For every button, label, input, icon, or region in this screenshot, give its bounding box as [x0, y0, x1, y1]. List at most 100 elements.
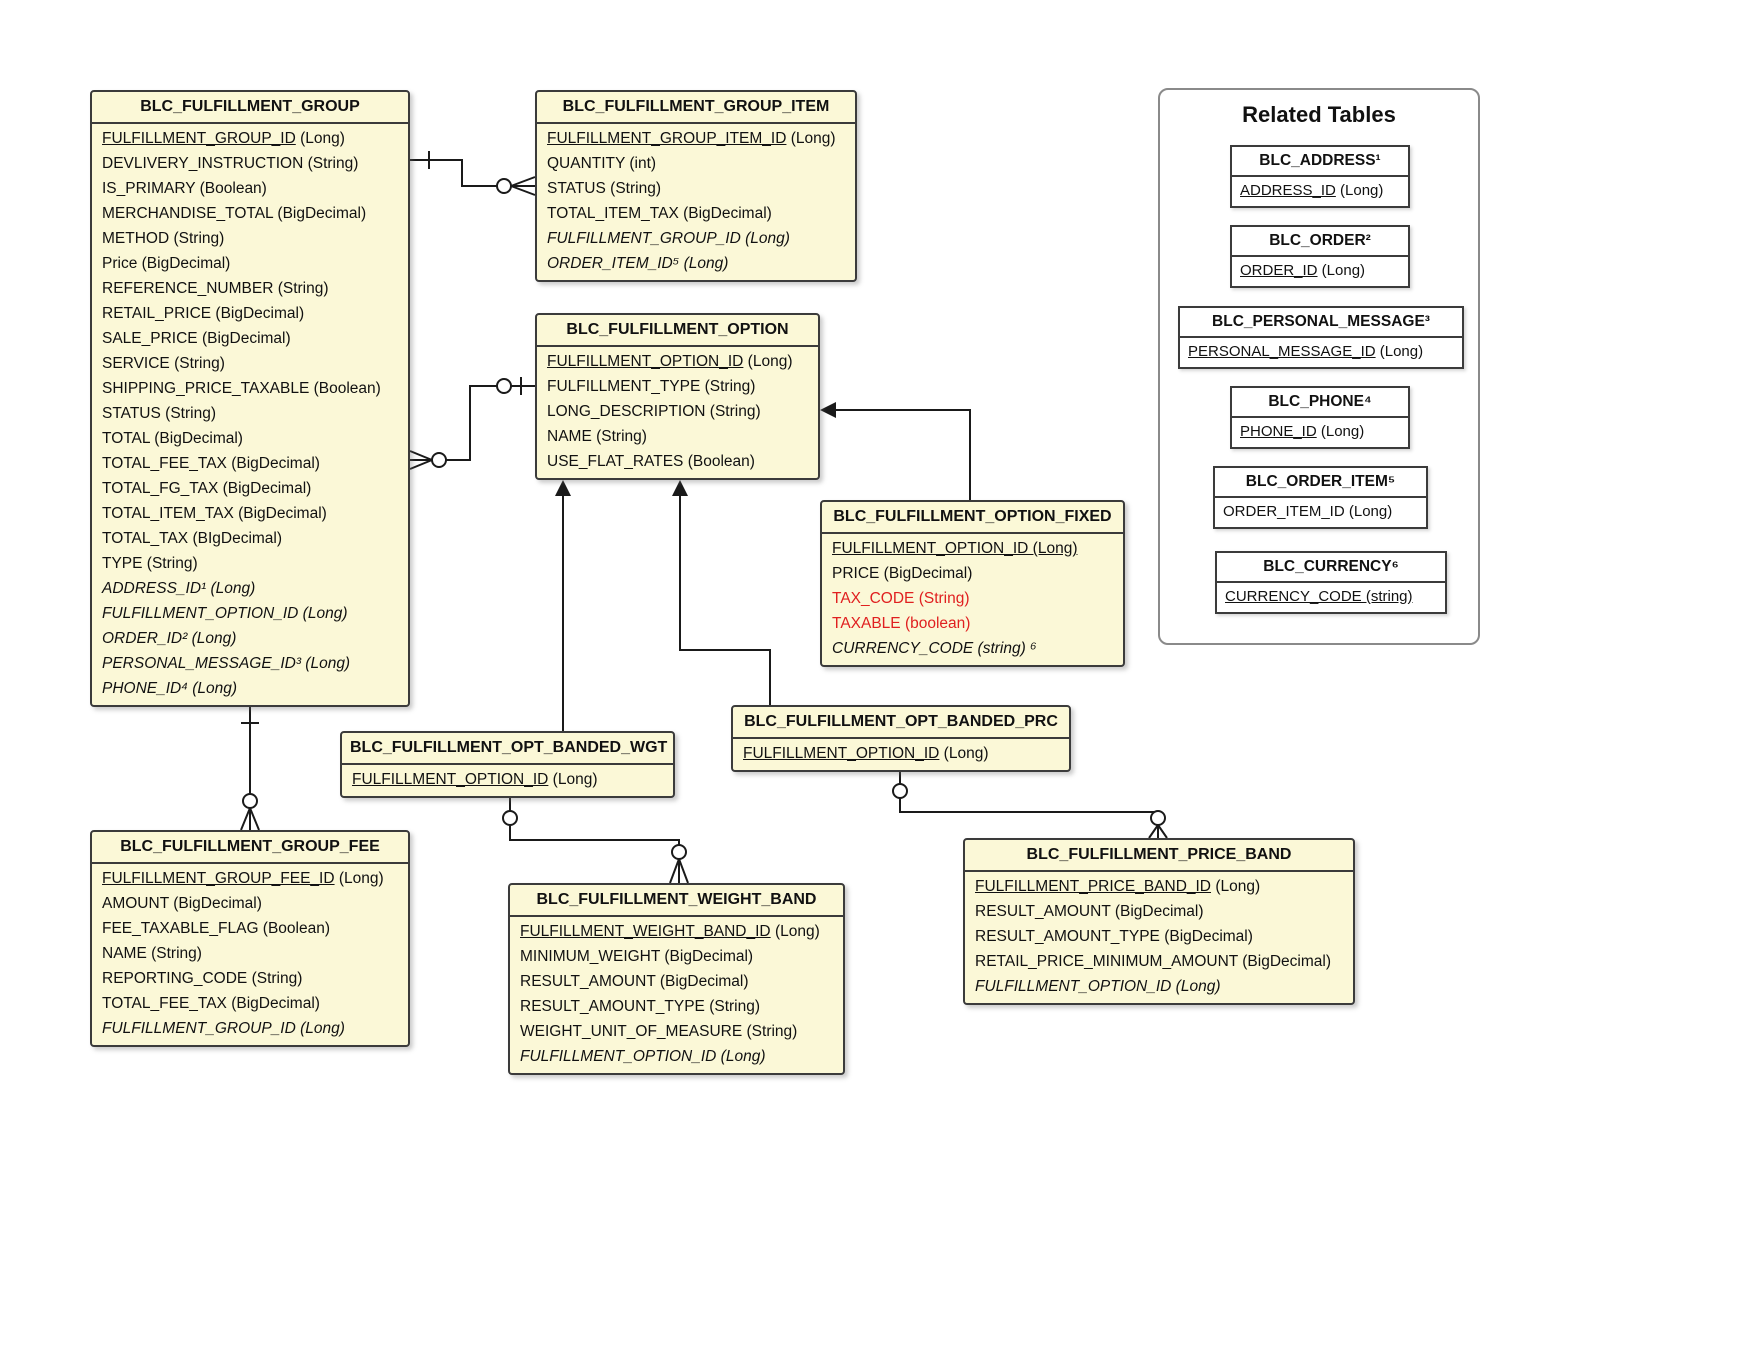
field-name: FULFILLMENT_OPTION_ID [975, 978, 1172, 995]
field-type: (Long) [770, 923, 820, 940]
entity-field: TOTAL_TAX (BIgDecimal) [92, 526, 408, 551]
entity-field: ORDER_ID² (Long) [92, 626, 408, 651]
field-type: (BigDecimal) [1110, 903, 1204, 920]
entity-field-list: FULFILLMENT_WEIGHT_BAND_ID (Long)MINIMUM… [510, 917, 843, 1073]
field-name: PHONE_ID [1240, 423, 1317, 440]
entity-blc-fulfillment-group: BLC_FULFILLMENT_GROUP FULFILLMENT_GROUP_… [90, 90, 410, 707]
field-name: PRICE [832, 565, 880, 582]
field-type: (Long) [939, 745, 989, 762]
entity-field: TOTAL (BigDecimal) [92, 426, 408, 451]
field-type: (Boolean) [195, 180, 267, 197]
entity-field-list: ORDER_ITEM_ID (Long) [1215, 498, 1426, 527]
field-type: (String) [914, 590, 970, 607]
field-name: TOTAL_ITEM_TAX [102, 505, 234, 522]
field-name: REPORTING_CODE [102, 970, 248, 987]
entity-field-list: ADDRESS_ID (Long) [1232, 177, 1408, 206]
field-name: ORDER_ID [1240, 262, 1318, 279]
entity-field: FULFILLMENT_OPTION_ID (Long) [342, 767, 673, 792]
field-type: (Boolean) [309, 380, 381, 397]
relation-bandedprc-to-option [672, 480, 771, 705]
entity-field: FEE_TAXABLE_FLAG (Boolean) [92, 916, 408, 941]
field-name: METHOD [102, 230, 170, 247]
entity-field: REPORTING_CODE (String) [92, 966, 408, 991]
field-name: STATUS [547, 180, 606, 197]
related-tables-panel: Related Tables BLC_ADDRESS¹ ADDRESS_ID (… [1158, 88, 1480, 645]
entity-field: FULFILLMENT_WEIGHT_BAND_ID (Long) [510, 919, 843, 944]
entity-blc-fulfillment-price-band: BLC_FULFILLMENT_PRICE_BAND FULFILLMENT_P… [963, 838, 1355, 1005]
entity-field-list: ORDER_ID (Long) [1232, 257, 1408, 286]
entity-field: CURRENCY_CODE (string) ⁶ [822, 636, 1123, 661]
field-type: (BigDecimal) [273, 205, 367, 222]
entity-field: PHONE_ID⁴ (Long) [92, 676, 408, 701]
field-type: (String) [591, 428, 647, 445]
entity-blc-fulfillment-opt-banded-wgt: BLC_FULFILLMENT_OPT_BANDED_WGT FULFILLME… [340, 731, 675, 798]
entity-field: RESULT_AMOUNT (BigDecimal) [965, 899, 1353, 924]
field-type: (Long) [1335, 182, 1384, 199]
entity-field-list: FULFILLMENT_GROUP_ID (Long)DEVLIVERY_INS… [92, 124, 408, 705]
field-name: USE_FLAT_RATES [547, 453, 684, 470]
entity-field: TOTAL_ITEM_TAX (BigDecimal) [92, 501, 408, 526]
field-name: QUANTITY [547, 155, 626, 172]
field-type: (Long) [1171, 978, 1221, 995]
field-name: SALE_PRICE [102, 330, 198, 347]
entity-field: RESULT_AMOUNT (BigDecimal) [510, 969, 843, 994]
field-name: TOTAL_FEE_TAX [102, 995, 227, 1012]
field-type: (BigDecimal) [137, 255, 231, 272]
field-type: (BigDecimal) [1159, 928, 1253, 945]
field-name: FULFILLMENT_GROUP_ID [102, 130, 296, 147]
entity-field-list: FULFILLMENT_OPTION_ID (Long) [342, 765, 673, 796]
entity-field: RETAIL_PRICE_MINIMUM_AMOUNT (BigDecimal) [965, 949, 1353, 974]
field-name: CURRENCY_CODE [832, 640, 974, 657]
field-type: (int) [625, 155, 657, 172]
field-name: SHIPPING_PRICE_TAXABLE [102, 380, 310, 397]
field-name: RESULT_AMOUNT [975, 903, 1111, 920]
entity-field: SALE_PRICE (BigDecimal) [92, 326, 408, 351]
field-name: SERVICE [102, 355, 170, 372]
field-name: ADDRESS_ID [1240, 182, 1336, 199]
field-name: FULFILLMENT_GROUP_ID [547, 230, 741, 247]
field-name: TAXABLE [832, 615, 901, 632]
field-name: AMOUNT [102, 895, 169, 912]
field-type: (Long) [716, 1048, 766, 1065]
entity-title: BLC_FULFILLMENT_OPTION [537, 315, 818, 347]
field-type: (Long) [786, 130, 836, 147]
entity-blc-phone: BLC_PHONE⁴ PHONE_ID (Long) [1230, 386, 1410, 449]
entity-field: PERSONAL_MESSAGE_ID (Long) [1180, 340, 1462, 364]
field-name: WEIGHT_UNIT_OF_MEASURE [520, 1023, 743, 1040]
field-type: (Long) [548, 771, 598, 788]
entity-field: IS_PRIMARY (Boolean) [92, 176, 408, 201]
entity-blc-personal-message: BLC_PERSONAL_MESSAGE³ PERSONAL_MESSAGE_I… [1178, 306, 1464, 369]
field-name: FEE_TAXABLE_FLAG [102, 920, 259, 937]
entity-field: AMOUNT (BigDecimal) [92, 891, 408, 916]
entity-field: FULFILLMENT_PRICE_BAND_ID (Long) [965, 874, 1353, 899]
field-name: FULFILLMENT_WEIGHT_BAND_ID [520, 923, 771, 940]
entity-blc-fulfillment-weight-band: BLC_FULFILLMENT_WEIGHT_BAND FULFILLMENT_… [508, 883, 845, 1075]
field-name: ORDER_ITEM_ID [1223, 503, 1345, 520]
entity-title: BLC_ADDRESS¹ [1232, 147, 1408, 177]
field-name: FULFILLMENT_OPTION_ID [520, 1048, 717, 1065]
entity-field-list: CURRENCY_CODE (string) [1217, 583, 1445, 612]
field-type: (Long) [295, 130, 345, 147]
entity-field-list: PHONE_ID (Long) [1232, 418, 1408, 447]
entity-field: ADDRESS_ID (Long) [1232, 179, 1408, 203]
entity-field: SERVICE (String) [92, 351, 408, 376]
field-name: RETAIL_PRICE [102, 305, 212, 322]
entity-field: TOTAL_FG_TAX (BigDecimal) [92, 476, 408, 501]
entity-title: BLC_CURRENCY⁶ [1217, 553, 1445, 583]
field-type: (Long) [206, 580, 256, 597]
field-type: (Long) [740, 230, 790, 247]
entity-field: FULFILLMENT_TYPE (String) [537, 374, 818, 399]
entity-field: FULFILLMENT_OPTION_ID (Long) [92, 601, 408, 626]
field-type: (Long) [187, 630, 237, 647]
field-type: (BigDecimal) [168, 895, 262, 912]
entity-blc-fulfillment-group-fee: BLC_FULFILLMENT_GROUP_FEE FULFILLMENT_GR… [90, 830, 410, 1047]
field-type: (Long) [1375, 343, 1424, 360]
field-type: (String) [704, 998, 761, 1015]
field-name: RESULT_AMOUNT [520, 973, 656, 990]
field-name: TOTAL_ITEM_TAX [547, 205, 679, 222]
field-name: FULFILLMENT_GROUP_ITEM_ID [547, 130, 787, 147]
entity-field-list: FULFILLMENT_GROUP_ITEM_ID (Long) QUANTITY… [537, 124, 855, 280]
entity-field: FULFILLMENT_GROUP_FEE_ID (Long) [92, 866, 408, 891]
